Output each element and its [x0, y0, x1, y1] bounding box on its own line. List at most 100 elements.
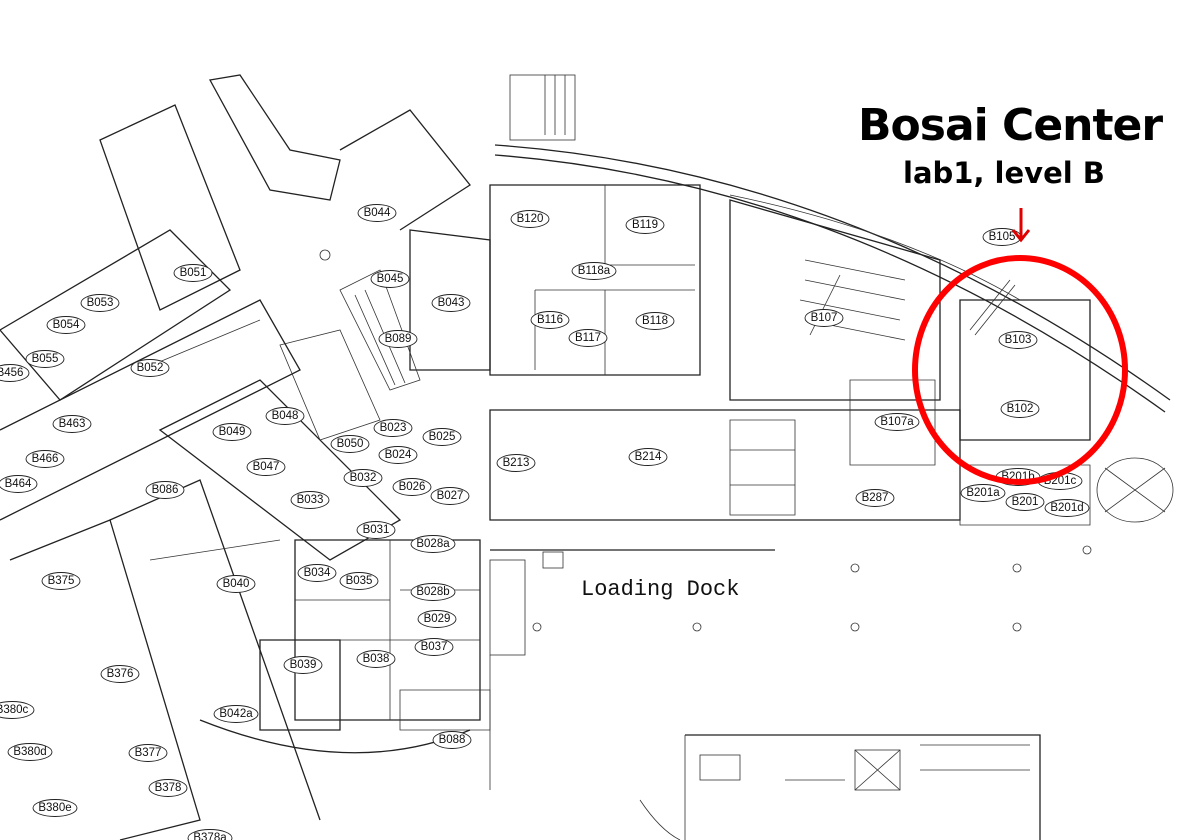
- room-label: B053: [80, 294, 120, 312]
- room-number: B089: [385, 333, 412, 345]
- room-number: B054: [53, 319, 80, 331]
- room-label: B463: [52, 415, 92, 433]
- room-number: B044: [364, 207, 391, 219]
- room-oval: [1005, 493, 1045, 511]
- room-oval: [1044, 499, 1090, 517]
- room-number: B029: [424, 613, 451, 625]
- room-oval: [432, 731, 472, 749]
- room-oval: [32, 799, 78, 817]
- room-oval: [392, 478, 432, 496]
- room-oval: [356, 650, 396, 668]
- room-oval: [213, 705, 259, 723]
- room-number: B025: [429, 431, 456, 443]
- room-number: B380e: [38, 802, 71, 814]
- room-number: B088: [439, 734, 466, 746]
- room-oval: [0, 475, 38, 493]
- room-oval: [378, 330, 418, 348]
- room-label: B043: [431, 294, 471, 312]
- room-oval: [410, 583, 456, 601]
- room-oval: [430, 487, 470, 505]
- room-oval: [635, 312, 675, 330]
- room-label: B028a: [410, 535, 456, 553]
- room-label: B029: [417, 610, 457, 628]
- room-number: B028b: [416, 586, 449, 598]
- room-oval: [874, 413, 920, 431]
- room-oval: [283, 656, 323, 674]
- room-number: B201d: [1050, 502, 1083, 514]
- room-oval: [571, 262, 617, 280]
- room-label: B118a: [571, 262, 617, 280]
- room-number: B466: [32, 453, 59, 465]
- room-oval: [422, 428, 462, 446]
- room-label: B044: [357, 204, 397, 222]
- room-label: B052: [130, 359, 170, 377]
- room-number: B042a: [219, 708, 253, 720]
- room-number: B053: [87, 297, 114, 309]
- room-number: B463: [59, 418, 86, 430]
- room-label: B287: [855, 489, 895, 507]
- room-label: B023: [373, 419, 413, 437]
- room-label: B054: [46, 316, 86, 334]
- room-number: B119: [632, 219, 658, 231]
- room-number: B035: [346, 575, 373, 587]
- room-number: B086: [152, 484, 179, 496]
- room-oval: [414, 638, 454, 656]
- room-label: B116: [530, 311, 570, 329]
- room-number: B201a: [966, 487, 1000, 499]
- room-oval: [145, 481, 185, 499]
- room-oval: [568, 329, 608, 347]
- room-label: B201d: [1044, 499, 1090, 517]
- room-oval: [130, 359, 170, 377]
- room-number: B378a: [193, 832, 227, 840]
- room-number: B201: [1012, 496, 1039, 508]
- room-number: B107a: [880, 416, 914, 428]
- room-label: B201a: [960, 484, 1006, 502]
- room-oval: [100, 665, 140, 683]
- room-number: B117: [575, 332, 601, 344]
- room-oval: [173, 264, 213, 282]
- room-oval: [625, 216, 665, 234]
- room-oval: [41, 572, 81, 590]
- room-label: B027: [430, 487, 470, 505]
- room-number: B464: [5, 478, 32, 490]
- room-oval: [804, 309, 844, 327]
- room-oval: [1000, 400, 1040, 418]
- room-oval: [431, 294, 471, 312]
- room-label: B105: [982, 228, 1022, 246]
- room-number: B040: [223, 578, 250, 590]
- room-label: B033: [290, 491, 330, 509]
- room-number: B055: [32, 353, 59, 365]
- room-label: B456: [0, 364, 30, 382]
- room-label: B045: [370, 270, 410, 288]
- room-label: B055: [25, 350, 65, 368]
- room-number: B380d: [13, 746, 46, 758]
- room-label: B377: [128, 744, 168, 762]
- room-number: B049: [219, 426, 246, 438]
- arrow-down-icon: [1011, 208, 1031, 243]
- room-number: B027: [437, 490, 464, 502]
- room-oval: [290, 491, 330, 509]
- room-number: B118: [642, 315, 668, 327]
- highlight-circle: [912, 255, 1128, 485]
- room-label: B213: [496, 454, 536, 472]
- room-label: B038: [356, 650, 396, 668]
- room-label: B380d: [7, 743, 53, 761]
- room-number: B103: [1005, 334, 1032, 346]
- room-label: B378a: [187, 829, 233, 840]
- room-label: B051: [173, 264, 213, 282]
- room-oval: [187, 829, 233, 840]
- room-number: B120: [517, 213, 544, 225]
- room-number: B050: [337, 438, 364, 450]
- room-oval: [339, 572, 379, 590]
- annotation-subtitle: lab1, level B: [903, 156, 1105, 190]
- room-number: B118a: [578, 265, 611, 277]
- room-number: B043: [438, 297, 465, 309]
- room-number: B107: [811, 312, 838, 324]
- room-number: B026: [399, 481, 426, 493]
- room-number: B031: [363, 524, 390, 536]
- room-number: B032: [350, 472, 377, 484]
- room-oval: [343, 469, 383, 487]
- room-number: B375: [48, 575, 75, 587]
